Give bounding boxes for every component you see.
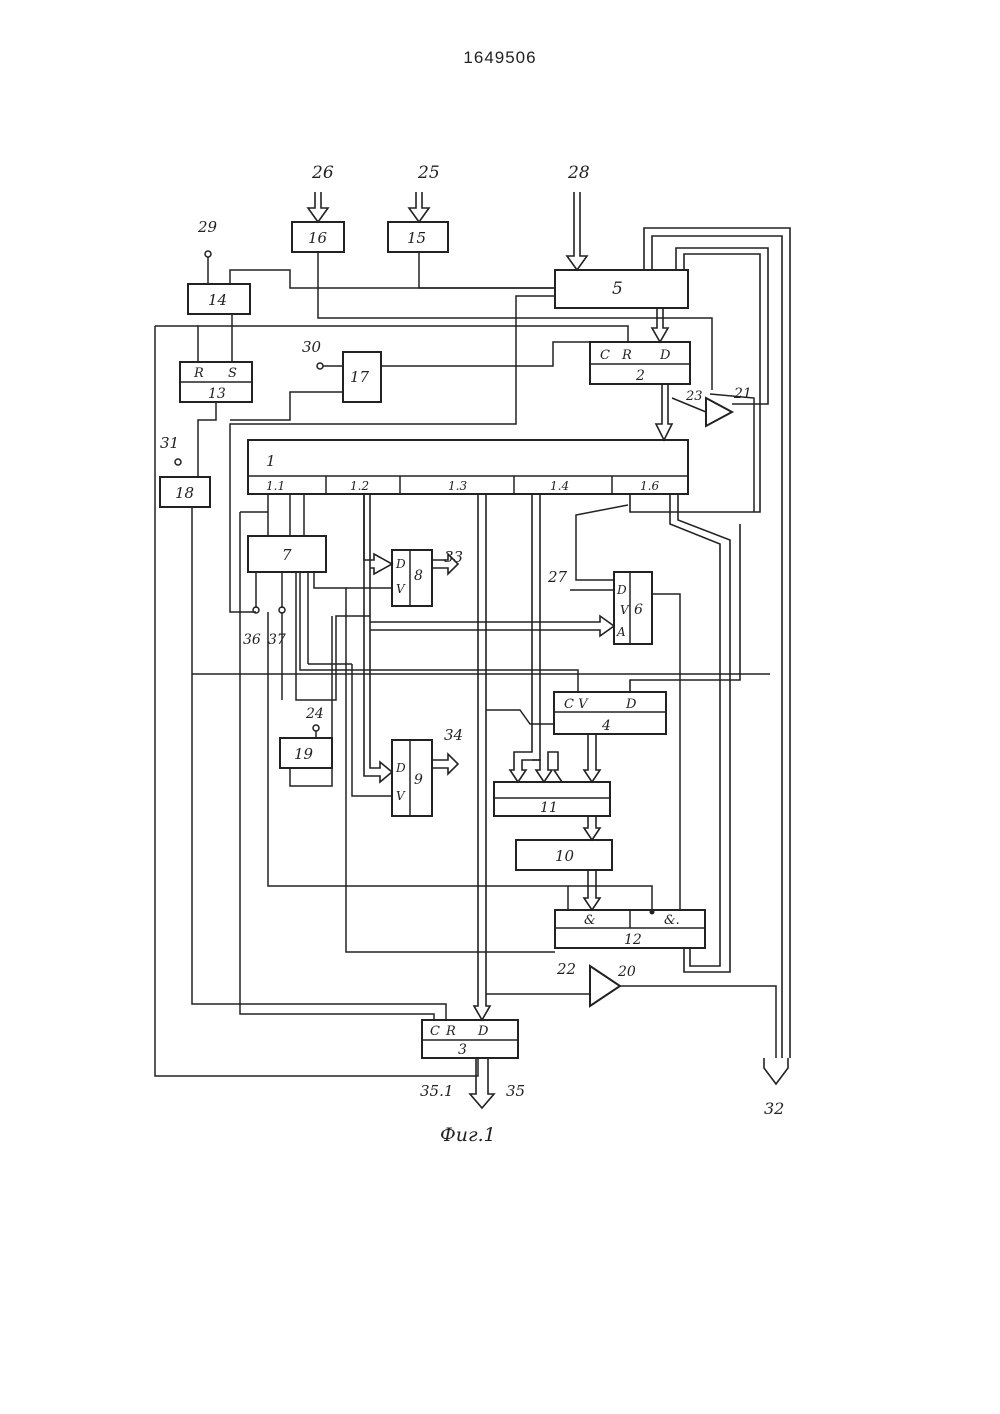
svg-text:1.1: 1.1 — [266, 479, 285, 493]
svg-text:R: R — [621, 348, 632, 363]
terminal-28: 28 — [567, 163, 590, 183]
svg-text:C: C — [430, 1024, 440, 1039]
svg-text:20: 20 — [617, 964, 636, 980]
svg-text:12: 12 — [624, 932, 642, 948]
svg-text:16: 16 — [308, 229, 328, 247]
block-17: 17 — [343, 352, 381, 402]
block-16: 16 — [292, 222, 344, 252]
block-1: 1 1.1 1.2 1.3 1.4 1.6 — [248, 440, 688, 494]
block-9: D V 9 — [392, 740, 432, 816]
svg-text:1.3: 1.3 — [448, 479, 467, 493]
svg-text:C: C — [600, 348, 610, 363]
svg-text:4: 4 — [601, 718, 611, 734]
svg-text:1.6: 1.6 — [640, 479, 659, 493]
block-19: 19 — [280, 738, 332, 768]
terminal-25: 25 — [417, 163, 440, 183]
svg-text:V: V — [396, 789, 406, 803]
svg-text:A: A — [616, 625, 626, 639]
block-6: D V A 6 — [614, 572, 652, 644]
svg-text:V: V — [396, 582, 406, 596]
block-2: C R D 2 — [590, 342, 690, 384]
svg-text:S: S — [228, 366, 237, 381]
figure-caption: Фиг.1 — [440, 1124, 496, 1146]
bus-arrow-25 — [409, 192, 429, 222]
terminal-23: 23 — [685, 389, 703, 404]
svg-text:10: 10 — [555, 847, 575, 865]
svg-text:D: D — [477, 1024, 489, 1039]
wiring — [155, 228, 790, 1108]
svg-text:D: D — [395, 557, 406, 571]
terminal-35: 35 — [506, 1082, 525, 1100]
svg-text:18: 18 — [175, 484, 194, 502]
terminal-26: 26 — [311, 163, 334, 183]
block-18: 18 — [160, 477, 210, 507]
terminal-24: 24 — [305, 706, 324, 722]
svg-text:13: 13 — [208, 386, 226, 402]
terminal-34: 34 — [444, 726, 463, 744]
svg-text:14: 14 — [208, 291, 227, 309]
block-4: C V D 4 — [554, 692, 666, 734]
block-15: 15 — [388, 222, 448, 252]
svg-text:R: R — [445, 1024, 456, 1039]
svg-text:2: 2 — [635, 368, 645, 384]
svg-text:D: D — [659, 348, 671, 363]
block-3: C R D 3 — [422, 1020, 518, 1058]
svg-text:1.4: 1.4 — [550, 479, 569, 493]
svg-text:6: 6 — [634, 602, 643, 618]
svg-text:21: 21 — [733, 386, 752, 402]
svg-text:7: 7 — [282, 546, 292, 564]
block-10: 10 — [516, 840, 612, 870]
svg-text:17: 17 — [350, 368, 370, 386]
amplifier-20: 20 — [590, 964, 636, 1006]
svg-text:D: D — [625, 697, 637, 712]
amplifier-21: 21 — [706, 386, 752, 426]
svg-text:&: & — [584, 913, 596, 928]
svg-text:V: V — [620, 603, 630, 617]
bus-arrow-28 — [567, 192, 587, 270]
svg-text:11: 11 — [540, 800, 558, 816]
terminal-33: 33 — [444, 548, 463, 566]
block-8: D V 8 — [392, 550, 432, 606]
svg-text:&.: &. — [664, 913, 680, 928]
svg-text:D: D — [395, 761, 406, 775]
svg-text:8: 8 — [414, 568, 423, 584]
terminal-31: 31 — [160, 434, 179, 452]
block-11: 11 — [494, 782, 610, 816]
svg-text:9: 9 — [414, 772, 423, 788]
terminal-32: 32 — [764, 1099, 784, 1118]
svg-text:15: 15 — [407, 229, 426, 247]
block-14: 14 — [188, 284, 250, 314]
terminal-27: 27 — [547, 568, 568, 586]
svg-text:3: 3 — [458, 1042, 467, 1058]
block-13: R S 13 — [180, 362, 252, 402]
svg-text:R: R — [193, 366, 204, 381]
svg-text:19: 19 — [294, 745, 314, 763]
block-5: 5 — [555, 270, 688, 308]
terminal-35-1: 35.1 — [420, 1082, 453, 1100]
block-5-label: 5 — [612, 279, 623, 299]
block-7: 7 — [248, 536, 326, 572]
block-12: & &. 12 — [555, 910, 705, 948]
bus-arrow-26 — [308, 192, 328, 222]
terminal-37: 37 — [268, 632, 286, 648]
terminal-30: 30 — [302, 338, 322, 356]
terminal-29: 29 — [197, 218, 218, 236]
svg-text:1: 1 — [266, 452, 276, 470]
svg-text:1.2: 1.2 — [350, 479, 369, 493]
svg-text:C V: C V — [564, 697, 589, 712]
svg-text:D: D — [616, 583, 627, 597]
terminal-22: 22 — [556, 960, 576, 978]
terminal-36: 36 — [243, 632, 261, 648]
